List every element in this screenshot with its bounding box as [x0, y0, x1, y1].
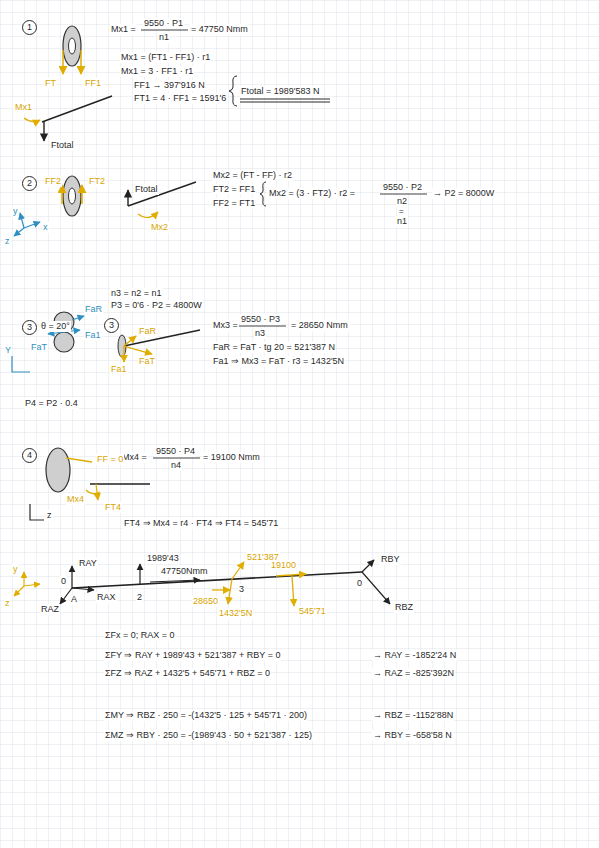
formula-text: z — [46, 510, 53, 521]
formula-text: n1 — [396, 216, 408, 227]
step-number: 3 — [104, 318, 119, 333]
force-label: FF = 0 — [96, 454, 124, 465]
formula-text: → RAZ = -825'392N — [372, 668, 455, 679]
formula-text: ΣFY ⇒ RAY + 1989'43 + 521'387 + RBY = 0 — [104, 650, 281, 661]
formula-text: FaR = FaT · tg 20 = 521'387 N — [212, 342, 336, 353]
formula-text: 47750Nmm — [160, 566, 209, 577]
formula-text: Mx2 = (FT - FF) · r2 — [212, 170, 293, 181]
force-label: Mx4 — [66, 494, 85, 505]
formula-text: ΣMY ⇒ RBZ · 250 = -(1432'5 · 125 + 545'7… — [104, 710, 308, 721]
formula-text: = 47750 Nmm — [190, 24, 249, 35]
formula-text: n3 — [254, 328, 266, 339]
force-label: 1432'5N — [218, 608, 253, 619]
force-label: 28650 — [192, 596, 219, 607]
formula-text: ΣFZ ⇒ RAZ + 1432'5 + 545'71 + RBZ = 0 — [104, 668, 271, 679]
formula-text: FT1 = 4 · FF1 = 1591'6 — [133, 93, 227, 104]
formula-text: Mx1 = (FT1 - FF1) · r1 — [120, 52, 211, 63]
formula-text: Mx2 = (3 · FT2) · r2 = — [268, 188, 356, 199]
axis-label: FaR — [84, 304, 103, 315]
formula-text: Mx3 = — [212, 320, 239, 331]
axis-label: x — [42, 222, 49, 233]
force-label: y — [12, 564, 19, 575]
formula-text: P3 = 0'6 · P2 = 4800W — [110, 300, 203, 311]
formula-text: 0 — [60, 576, 67, 587]
axis-label: Y — [4, 345, 12, 356]
force-label: 19100 — [270, 560, 297, 571]
formula-text: Ftotal — [134, 184, 159, 195]
force-label: FF1 — [84, 78, 102, 89]
force-label: Fa1 — [110, 364, 128, 375]
pulley-sketch-1 — [24, 26, 112, 141]
formula-text: RAY — [78, 558, 98, 569]
formula-text: 9550 · P2 — [382, 182, 423, 193]
formula-text: → RBY = -658'58 N — [372, 730, 453, 741]
formula-text: = 28650 Nmm — [290, 320, 349, 331]
shaft-diagram — [14, 560, 390, 606]
axis-label: z — [4, 236, 11, 247]
force-label: z — [4, 598, 11, 609]
pulley-sketch-2 — [14, 176, 196, 236]
formula-text: A — [70, 594, 78, 605]
formula-text: FF1 → 397'916 N — [133, 80, 206, 91]
formula-text: FT2 = FF1 — [212, 184, 256, 195]
force-label: Mx1 — [14, 102, 33, 113]
formula-text: = 19100 Nmm — [202, 452, 261, 463]
formula-text: RAZ — [40, 604, 60, 615]
formula-text: θ = 20° — [40, 321, 71, 332]
formula-text: 3 — [238, 584, 245, 595]
formula-text: ΣMZ ⇒ RBY · 250 = -(1989'43 · 50 + 521'3… — [104, 730, 313, 741]
step-number: 2 — [22, 176, 37, 191]
formula-text: Fa1 ⇒ Mx3 = FaT · r3 = 1432'5N — [212, 356, 345, 367]
force-label: FT2 — [88, 176, 106, 187]
formula-text: → P2 = 8000W — [432, 188, 495, 199]
formula-text: n4 — [170, 460, 182, 471]
formula-text: n3 = n2 = n1 — [110, 288, 163, 299]
formula-text: → RBZ = -1152'88N — [372, 710, 454, 721]
formula-text: n1 — [158, 32, 170, 43]
step-number: 3 — [22, 320, 37, 335]
formula-text: → RAY = -1852'24 N — [372, 650, 457, 661]
step-number: 4 — [22, 448, 37, 463]
formula-text: 0 — [356, 578, 363, 589]
formula-text: Mx1 = — [110, 24, 137, 35]
formula-text: 9550 · P4 — [155, 446, 196, 457]
formula-text: FF2 = FT1 — [212, 198, 256, 209]
formula-text: ΣFx = 0; RAX = 0 — [104, 630, 176, 641]
force-label: FT4 — [104, 502, 122, 513]
formula-text: Mx1 = 3 · FF1 · r1 — [120, 66, 194, 77]
force-label: FaR — [138, 326, 157, 337]
formula-text: 9550 · P1 — [143, 18, 184, 29]
axis-label: FaT — [30, 342, 48, 353]
formula-text: Mx4 = — [121, 452, 148, 463]
pulley-sketch-4 — [30, 448, 150, 520]
force-label: FT — [44, 78, 57, 89]
gear-sketch-3 — [12, 312, 200, 372]
formula-text: P4 = P2 · 0.4 — [24, 398, 79, 409]
formula-text: RBY — [380, 554, 401, 565]
force-label: Mx2 — [150, 222, 169, 233]
force-label: FF2 — [44, 176, 62, 187]
force-label: FaT — [138, 356, 156, 367]
axis-label: Fa1 — [84, 330, 102, 341]
formula-text: 2 — [136, 592, 143, 603]
force-label: 545'71 — [298, 606, 327, 617]
formula-text: 1989'43 — [146, 553, 180, 564]
step-number: 1 — [22, 20, 37, 35]
formula-text: Ftotal — [50, 140, 75, 151]
axis-label: y — [12, 206, 19, 217]
formula-text: FT4 ⇒ Mx4 = r4 · FT4 ⇒ FT4 = 545'71 — [123, 518, 279, 529]
formula-text: RAX — [96, 592, 117, 603]
formula-text: RBZ — [394, 602, 414, 613]
formula-text: Ftotal = 1989'583 N — [240, 86, 321, 97]
formula-text: 9550 · P3 — [240, 314, 281, 325]
